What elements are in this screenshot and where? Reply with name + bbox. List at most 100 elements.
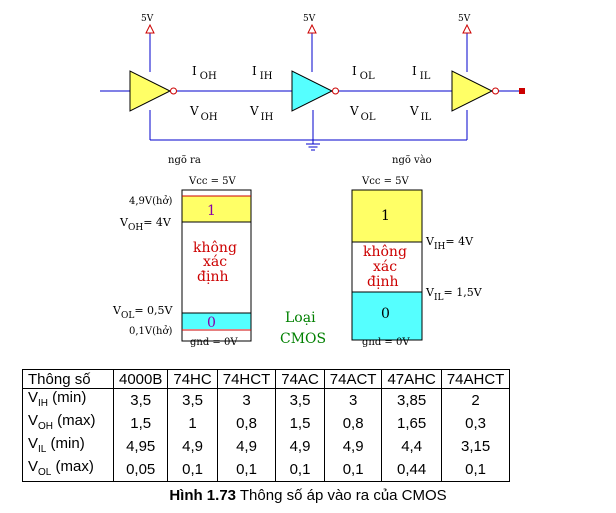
table-header-cell: 74ACT bbox=[323, 369, 383, 389]
input-zero-label: 0 bbox=[381, 306, 390, 322]
table-cell: 0,3 bbox=[440, 412, 511, 435]
input-side-label: ngõ vào bbox=[392, 155, 432, 166]
table-cell: 3 bbox=[216, 388, 277, 412]
input-buffer-gate bbox=[291, 70, 339, 112]
output-buffer-gate bbox=[129, 70, 177, 112]
table-cell: 4,9 bbox=[167, 435, 218, 458]
input-undefined-2: xác bbox=[373, 259, 397, 275]
output-low-zone bbox=[182, 313, 251, 329]
table-param-cell: VIH (min) bbox=[22, 388, 114, 412]
output-undefined-2: xác bbox=[203, 254, 227, 270]
output-vol-label: VOL= 0,5V bbox=[112, 304, 174, 321]
vcc-label-1: 5V bbox=[141, 14, 154, 24]
input-one-label: 1 bbox=[381, 208, 390, 224]
input-undefined-1: không bbox=[363, 244, 407, 260]
table-param-cell: VOH (max) bbox=[22, 412, 114, 435]
table-cell: 1,5 bbox=[112, 412, 169, 435]
table-cell: 0,44 bbox=[381, 458, 442, 482]
table-cell: 4,9 bbox=[275, 435, 325, 458]
table-header-cell: 74AHCT bbox=[440, 369, 511, 389]
family-label-2: CMOS bbox=[280, 331, 326, 347]
vcc-symbol-2: 5V bbox=[303, 14, 317, 72]
table-cell: 0,05 bbox=[112, 458, 169, 482]
cmos-spec-table: Thông số 4000B 74HC 74HCT 74AC 74ACT 47A… bbox=[22, 369, 511, 482]
input-vil-label: VIL= 1,5V bbox=[425, 286, 483, 303]
vcc-label-2: 5V bbox=[303, 14, 316, 24]
output-level-bar: Vcc = 5V 1 không xác định 0 4,9V(hở) VOH… bbox=[112, 176, 252, 348]
table-cell: 4,9 bbox=[323, 435, 383, 458]
vcc-label-3: 5V bbox=[458, 14, 471, 24]
table-header-cell: Thông số bbox=[22, 369, 114, 389]
table-header-row: Thông số 4000B 74HC 74HCT 74AC 74ACT 47A… bbox=[22, 369, 511, 389]
output-vol-min-label: 0,1V(hở) bbox=[129, 326, 172, 337]
wire-terminal bbox=[519, 88, 525, 94]
table-cell: 4,4 bbox=[381, 435, 442, 458]
table-header-cell: 74AC bbox=[275, 369, 325, 389]
table-cell: 4,9 bbox=[216, 435, 277, 458]
input-vcc-label: Vcc = 5V bbox=[361, 176, 410, 187]
input-gnd-label: gnd = 0V bbox=[362, 337, 410, 348]
output-zero-label: 0 bbox=[207, 315, 216, 331]
table-cell: 3,5 bbox=[112, 388, 169, 412]
output-undefined-1: không bbox=[193, 240, 237, 256]
input-high-zone bbox=[352, 190, 422, 242]
table-cell: 3,85 bbox=[381, 388, 442, 412]
table-cell: 1,65 bbox=[381, 412, 442, 435]
table-cell: 0,1 bbox=[275, 458, 325, 482]
table-cell: 0,8 bbox=[216, 412, 277, 435]
output-high-zone bbox=[182, 196, 251, 222]
table-cell: 3,5 bbox=[275, 388, 325, 412]
table-cell: 4,95 bbox=[112, 435, 169, 458]
output-side-label: ngõ ra bbox=[168, 155, 201, 166]
table-cell: 0,1 bbox=[440, 458, 511, 482]
table-row: VIH (min) 3,5 3,5 3 3,5 3 3,85 2 bbox=[22, 388, 511, 412]
table-cell: 3 bbox=[323, 388, 383, 412]
figure-caption: Hình 1.73 Thông số áp vào ra của CMOS bbox=[0, 487, 616, 504]
table-cell: 0,1 bbox=[323, 458, 383, 482]
caption-text: Thông số áp vào ra của CMOS bbox=[236, 487, 447, 504]
caption-number: Hình 1.73 bbox=[169, 487, 236, 504]
ground-symbol bbox=[306, 140, 320, 151]
vcc-symbol-3: 5V bbox=[458, 14, 472, 72]
table-row: VOL (max) 0,05 0,1 0,1 0,1 0,1 0,44 0,1 bbox=[22, 458, 511, 482]
output-voh-max-label: 4,9V(hở) bbox=[129, 196, 172, 207]
table-cell: 3,15 bbox=[440, 435, 511, 458]
table-row: VIL (min) 4,95 4,9 4,9 4,9 4,9 4,4 3,15 bbox=[22, 435, 511, 458]
table-cell: 0,1 bbox=[216, 458, 277, 482]
table-cell: 2 bbox=[440, 388, 511, 412]
table-cell: 0,1 bbox=[167, 458, 218, 482]
input-low-zone bbox=[352, 292, 422, 340]
table-header-cell: 4000B bbox=[112, 369, 169, 389]
table-cell: 0,8 bbox=[323, 412, 383, 435]
input-undefined-3: định bbox=[367, 274, 398, 290]
output-undefined-3: định bbox=[197, 269, 228, 285]
vcc-symbol-1: 5V bbox=[141, 14, 155, 72]
output-voh-label: VOH= 4V bbox=[119, 216, 172, 233]
next-buffer-gate bbox=[451, 70, 499, 112]
table-cell: 1 bbox=[167, 412, 218, 435]
output-gnd-label: gnd = 0V bbox=[190, 337, 238, 348]
family-label-1: Loại bbox=[285, 310, 316, 326]
input-level-bar: Vcc = 5V 1 không xác định 0 VIH= 4V VIL=… bbox=[351, 176, 483, 348]
input-vih-label: VIH= 4V bbox=[425, 235, 474, 252]
output-one-label: 1 bbox=[207, 203, 216, 219]
table-row: VOH (max) 1,5 1 0,8 1,5 0,8 1,65 0,3 bbox=[22, 412, 511, 435]
table-param-cell: VOL (max) bbox=[22, 458, 114, 482]
table-param-cell: VIL (min) bbox=[22, 435, 114, 458]
table-cell: 3,5 bbox=[167, 388, 218, 412]
table-header-cell: 74HC bbox=[167, 369, 218, 389]
table-cell: 1,5 bbox=[275, 412, 325, 435]
table-header-cell: 47AHC bbox=[381, 369, 442, 389]
output-vcc-label: Vcc = 5V bbox=[188, 176, 237, 187]
table-header-cell: 74HCT bbox=[216, 369, 277, 389]
